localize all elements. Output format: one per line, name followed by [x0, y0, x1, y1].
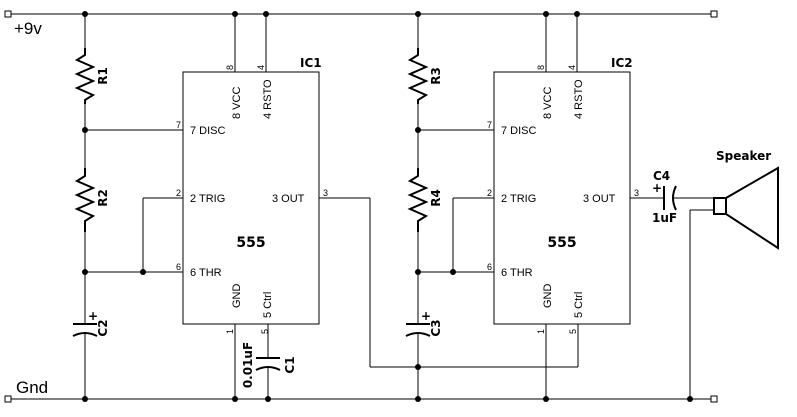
- ic1-pin-trig: 2 TRIG: [190, 193, 225, 205]
- vcc-label: +9v: [14, 19, 42, 38]
- resistor-r1: [74, 48, 96, 104]
- gnd-label: Gnd: [16, 378, 48, 397]
- ic2-pin-disc: 7 DISC: [501, 125, 537, 137]
- capacitor-c1-plate-bottom: [255, 366, 281, 371]
- r3-label: R3: [429, 67, 443, 85]
- ic1-pin-thr: 6 THR: [190, 267, 222, 279]
- speaker-body: [713, 197, 727, 215]
- svg-text:1: 1: [225, 329, 235, 334]
- ic1-ref: IC1: [300, 56, 322, 70]
- c3-label: C3: [429, 319, 443, 336]
- c1-label: C1: [283, 356, 297, 373]
- svg-text:7: 7: [176, 120, 181, 130]
- resistor-r2: [74, 168, 96, 232]
- svg-text:4: 4: [256, 65, 266, 70]
- c2-label: C2: [96, 319, 110, 336]
- c4-value: 1uF: [652, 211, 677, 225]
- ic2-ref: IC2: [611, 56, 633, 70]
- r4-label: R4: [429, 189, 443, 207]
- ic1-pin-rst: 4 RSTO: [262, 79, 274, 119]
- vcc-terminal-right: [710, 10, 718, 18]
- speaker-cone: [725, 166, 779, 250]
- svg-text:5: 5: [568, 329, 578, 334]
- ic2-pin-rst: 4 RSTO: [573, 79, 585, 119]
- c4-label: C4: [653, 169, 670, 183]
- resistor-r4: [407, 168, 429, 232]
- svg-text:2: 2: [487, 188, 492, 198]
- c3-plus: +: [421, 309, 431, 323]
- r1-label: R1: [96, 67, 110, 85]
- svg-text:3: 3: [634, 188, 639, 198]
- svg-text:5: 5: [260, 329, 270, 334]
- ic1-pin-gnd: GND: [231, 284, 243, 309]
- ic2-pin-gnd: GND: [542, 284, 554, 309]
- svg-text:4: 4: [567, 65, 577, 70]
- ic1-pin-disc: 7 DISC: [190, 125, 226, 137]
- svg-text:8: 8: [536, 65, 546, 70]
- ic1-name: 555: [236, 235, 265, 251]
- speaker-label: Speaker: [716, 149, 771, 163]
- ic2-pin-thr: 6 THR: [501, 267, 533, 279]
- c1-value: 0.01uF: [241, 342, 255, 388]
- ic2-pin-vcc: 8 VCC: [542, 87, 554, 119]
- ic1-pin-out: 3 OUT: [272, 193, 305, 205]
- ic2-pin-out: 3 OUT: [583, 193, 616, 205]
- svg-text:8: 8: [225, 65, 235, 70]
- svg-text:6: 6: [487, 262, 492, 272]
- ic1-pin-vcc: 8 VCC: [231, 87, 243, 119]
- c2-plus: +: [88, 309, 98, 323]
- ic2-name: 555: [547, 235, 576, 251]
- c4-plus: +: [652, 181, 662, 195]
- resistor-r3: [407, 48, 429, 104]
- r2-label: R2: [96, 189, 110, 207]
- gnd-terminal-left: [4, 395, 12, 403]
- ic2-pin-trig: 2 TRIG: [501, 193, 536, 205]
- svg-text:3: 3: [323, 188, 328, 198]
- ic1-pin-ctrl: 5 Ctrl: [262, 292, 274, 318]
- svg-text:2: 2: [176, 188, 181, 198]
- svg-text:6: 6: [176, 262, 181, 272]
- ic2-pin-ctrl: 5 Ctrl: [573, 292, 585, 318]
- svg-text:7: 7: [487, 120, 492, 130]
- vcc-terminal-left: [4, 10, 12, 18]
- gnd-terminal-right: [710, 395, 718, 403]
- svg-text:1: 1: [536, 329, 546, 334]
